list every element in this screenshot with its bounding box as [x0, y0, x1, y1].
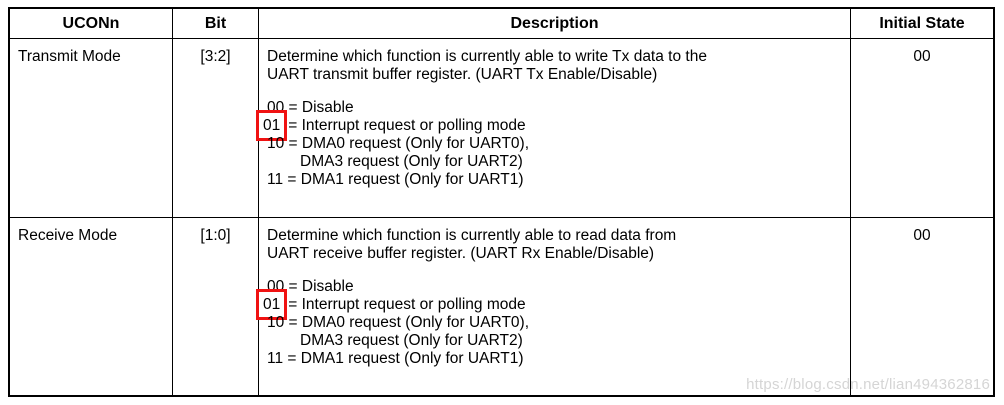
option-line: DMA3 request (Only for UART2) [300, 153, 523, 170]
header-label-bit: Bit [204, 14, 227, 32]
table-row-receive-bit: [1:0] [172, 217, 258, 395]
csdn-watermark: https://blog.csdn.net/lian494362816 [746, 376, 990, 393]
description-line: Determine which function is currently ab… [267, 227, 677, 244]
highlight-box: 01 [256, 289, 288, 320]
option-line: 11 = DMA1 request (Only for UART1) [267, 171, 524, 188]
description-line: UART transmit buffer register. (UART Tx … [267, 66, 658, 83]
description-paragraph: Determine which function is currently ab… [267, 48, 840, 84]
table-row-receive-initial-state: 00 [850, 217, 993, 395]
table-row-receive-description: Determine which function is currently ab… [256, 217, 850, 395]
table-row-transmit-field-name: Transmit Mode [10, 38, 172, 217]
table-row-transmit-initial-state: 00 [850, 38, 993, 217]
option-line: 00 = Disable [267, 278, 354, 295]
bit-range-label: [1:0] [200, 227, 231, 244]
option-line-rest: = Interrupt request or polling mode [288, 117, 526, 134]
bit-range-label: [3:2] [200, 48, 231, 65]
initial-state-value: 00 [913, 227, 931, 244]
field-name-label: Transmit Mode [18, 48, 121, 65]
table-row-receive-field-name: Receive Mode [10, 217, 172, 395]
initial-state-value: 00 [913, 48, 931, 65]
option-line: DMA3 request (Only for UART2) [300, 332, 523, 349]
option-line: 10 = DMA0 request (Only for UART0), [267, 314, 530, 331]
option-line-highlighted: 01= Interrupt request or polling mode [256, 110, 840, 141]
option-list: 00 = Disable 01= Interrupt request or po… [256, 278, 840, 368]
table-row-transmit-bit: [3:2] [172, 38, 258, 217]
option-line: 10 = DMA0 request (Only for UART0), [267, 135, 530, 152]
register-table: UCONn Bit Description Initial State Tran… [8, 7, 995, 397]
field-name-label: Receive Mode [18, 227, 118, 244]
description-paragraph: Determine which function is currently ab… [267, 227, 840, 263]
option-list: 00 = Disable 01= Interrupt request or po… [256, 99, 840, 189]
header-label-initial-state: Initial State [879, 14, 965, 32]
description-line: Determine which function is currently ab… [267, 48, 707, 65]
header-label-uconn: UCONn [62, 14, 120, 32]
option-line-rest: = Interrupt request or polling mode [288, 296, 526, 313]
highlight-box: 01 [256, 110, 288, 141]
header-cell-uconn: UCONn [10, 9, 172, 38]
header-label-description: Description [510, 14, 599, 32]
table-row-transmit-description: Determine which function is currently ab… [256, 38, 850, 217]
description-line: UART receive buffer register. (UART Rx E… [267, 245, 655, 262]
header-cell-description: Description [258, 9, 850, 38]
header-cell-initial-state: Initial State [850, 9, 993, 38]
option-line: 00 = Disable [267, 99, 354, 116]
option-line: 11 = DMA1 request (Only for UART1) [267, 350, 524, 367]
header-cell-bit: Bit [172, 9, 258, 38]
option-line-highlighted: 01= Interrupt request or polling mode [256, 289, 840, 320]
